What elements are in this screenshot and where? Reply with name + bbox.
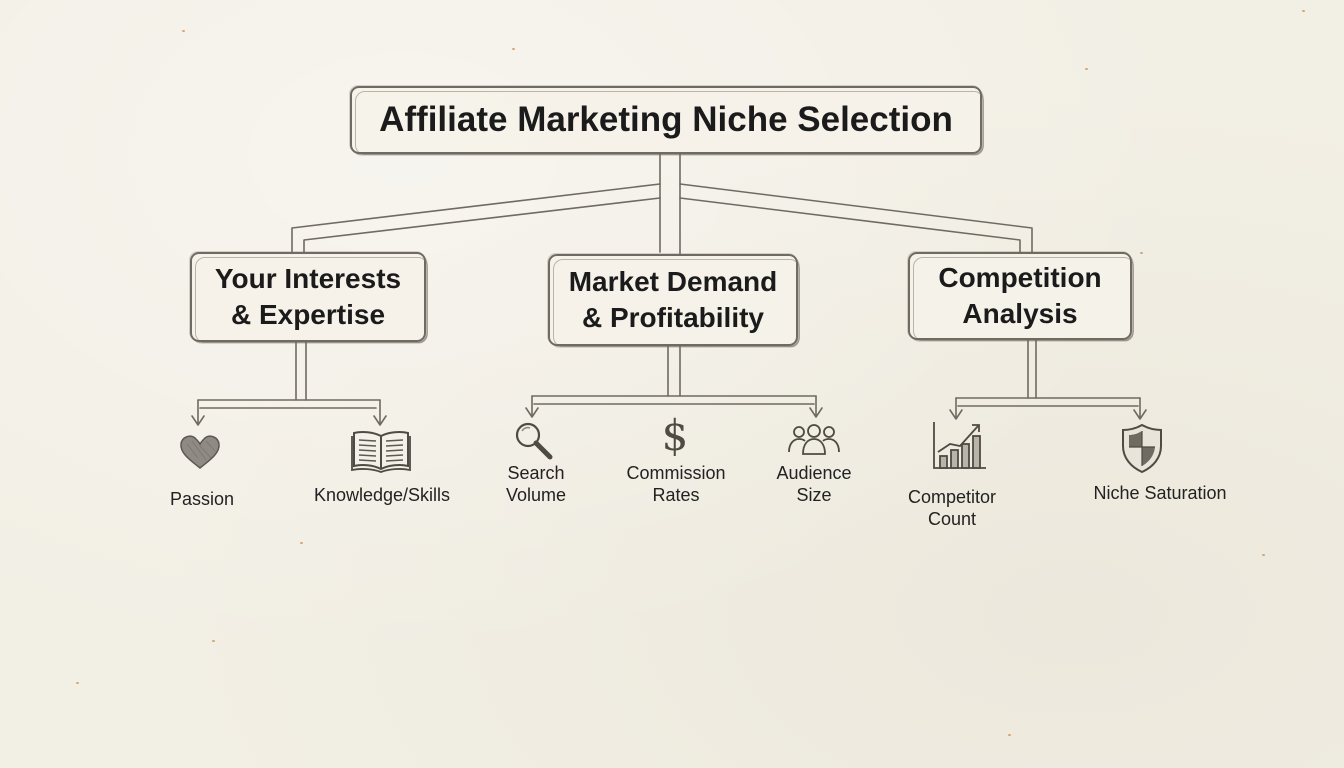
paper-speck [512, 48, 515, 50]
category-market-demand: Market Demand & Profitability [548, 254, 800, 347]
paper-speck [212, 640, 215, 642]
magnifier-icon [515, 422, 553, 460]
open-book-icon [351, 431, 411, 473]
people-group-icon [788, 424, 840, 455]
leaf-label-audience-size: Audience Size [776, 463, 852, 505]
leaf-label-competitor-count: Competitor Count [907, 487, 997, 529]
paper-speck [1262, 554, 1265, 556]
diagram-title-text: Affiliate Marketing Niche Selection [379, 100, 953, 139]
leaf-label-passion: Passion [169, 489, 235, 509]
dollar-sign-icon: $ [661, 411, 689, 460]
category-label: Competition Analysis [938, 262, 1102, 329]
paper-speck [1008, 734, 1011, 736]
leaf-label-commission-rates: Commission Rates [626, 463, 726, 505]
paper-speck [1085, 68, 1088, 70]
paper-speck [182, 30, 185, 32]
bar-chart-rising-icon [933, 422, 986, 469]
paper-speck [300, 542, 303, 544]
category-interests-expertise: Your Interests & Expertise [190, 252, 428, 343]
diagram-title: Affiliate Marketing Niche Selection [350, 86, 984, 155]
paper-speck [1140, 252, 1143, 254]
leaf-label-knowledge-skills: Knowledge/Skills [313, 485, 451, 505]
leaf-label-search-volume: Search Volume [505, 463, 567, 505]
paper-speck [76, 682, 79, 684]
heart-icon [180, 435, 220, 469]
paper-speck [1302, 10, 1305, 12]
shield-icon [1122, 423, 1162, 474]
leaf-label-niche-saturation: Niche Saturation [1093, 483, 1227, 503]
category-competition-analysis: Competition Analysis [908, 252, 1134, 341]
category-label: Your Interests & Expertise [214, 263, 402, 330]
category-label: Market Demand & Profitability [568, 266, 778, 333]
